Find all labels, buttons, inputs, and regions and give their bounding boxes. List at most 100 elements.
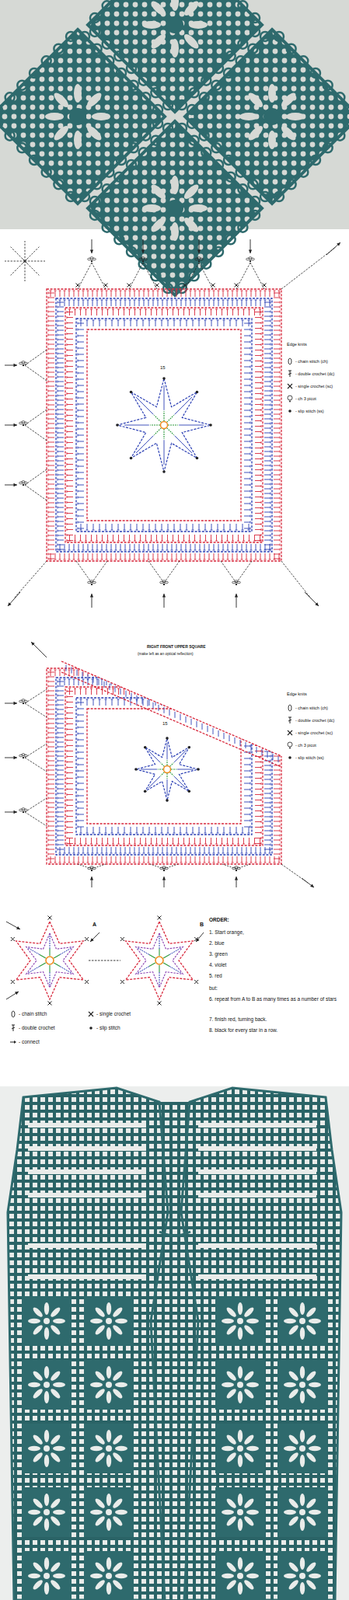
dc-symbol: [66, 376, 68, 379]
dc-symbol: [57, 301, 59, 304]
dc-symbol: [157, 862, 160, 864]
dc-symbol: [273, 554, 280, 555]
dc-symbol: [216, 320, 220, 322]
dc-symbol: [153, 553, 154, 560]
dc-symbol: [279, 446, 281, 449]
dc-symbol: [264, 465, 271, 467]
dc-symbol: [57, 437, 64, 439]
dc-symbol: [261, 349, 262, 352]
dc-symbol: [86, 320, 89, 322]
dc-symbol: [136, 397, 154, 415]
dc-symbol: [66, 328, 74, 329]
dc-symbol: [279, 497, 281, 500]
dc-symbol: [48, 358, 55, 360]
dc-symbol: [152, 862, 155, 864]
dc-symbol: [66, 458, 74, 460]
dc-symbol: [174, 523, 175, 531]
dc-symbol: [68, 862, 71, 864]
dc-symbol: [279, 455, 281, 458]
dc-symbol: [254, 507, 262, 509]
dc-symbol: [77, 300, 81, 301]
dc-symbol: [260, 300, 262, 307]
dc-symbol: [250, 527, 252, 531]
dc-symbol: [48, 788, 55, 790]
dc-symbol: [255, 290, 257, 297]
dc-symbol: [254, 382, 262, 384]
dc-symbol: [92, 856, 94, 863]
dc-symbol: [57, 422, 59, 426]
dc-symbol: [101, 290, 103, 297]
dc-symbol: [260, 856, 262, 863]
dc-symbol: [139, 856, 140, 863]
dc-symbol: [57, 548, 59, 552]
dc-symbol: [166, 540, 169, 542]
dc-symbol: [133, 862, 137, 864]
dc-symbol: [111, 540, 115, 542]
dc-symbol: [55, 856, 56, 863]
dc-symbol: [57, 526, 64, 527]
dc-symbol: [129, 290, 132, 292]
dc-symbol: [48, 558, 49, 561]
dc-symbol: [279, 516, 281, 519]
dc-symbol: [175, 290, 178, 292]
dc-symbol: [57, 484, 64, 486]
dc-symbol: [273, 409, 280, 411]
dc-symbol: [101, 559, 104, 561]
dc-symbol: [250, 384, 252, 388]
dc-symbol: [57, 451, 64, 453]
dc-symbol: [255, 856, 257, 863]
dc-symbol: [125, 290, 126, 297]
dc-symbol: [73, 550, 76, 552]
sc-symbol: [262, 283, 267, 288]
dc-symbol: [270, 460, 272, 463]
dc-symbol: [144, 540, 147, 542]
dc-symbol: [111, 670, 112, 677]
dc-symbol: [265, 553, 266, 560]
dc-symbol: [107, 309, 109, 316]
dc-symbol: [231, 550, 234, 552]
dc-symbol: [138, 300, 141, 301]
dc-symbol: [208, 300, 211, 301]
lace-scallop: [199, 92, 210, 102]
dc-symbol: [111, 320, 114, 322]
dc-symbol: [270, 539, 272, 542]
dc-symbol: [273, 779, 280, 781]
dc-symbol: [77, 397, 79, 400]
dc-symbol: [270, 530, 272, 533]
dc-symbol: [48, 750, 49, 754]
dc-symbol: [162, 300, 164, 307]
dc-symbol: [84, 309, 88, 311]
dc-symbol: [245, 300, 248, 301]
dc-symbol: [274, 290, 276, 297]
dc-symbol: [273, 507, 280, 509]
dc-symbol: [194, 290, 197, 292]
dc-symbol: [250, 478, 252, 481]
dc-symbol: [57, 302, 64, 304]
dc-symbol: [66, 343, 68, 346]
dc-symbol: [180, 670, 183, 671]
star-spoke: [150, 424, 161, 426]
dc-symbol: [227, 553, 229, 560]
dc-symbol: [216, 309, 217, 316]
dc-symbol: [48, 474, 55, 476]
dc-symbol: [66, 366, 74, 367]
dc-symbol: [66, 414, 68, 417]
dc-symbol: [261, 310, 262, 314]
dc-symbol: [270, 394, 272, 398]
dc-symbol: [77, 342, 84, 343]
dc-symbol: [171, 553, 173, 560]
dc-symbol: [77, 409, 79, 412]
lace-petal-hole: [73, 83, 82, 103]
dc-symbol: [184, 559, 188, 561]
dc-symbol: [199, 856, 201, 863]
dc-symbol: [48, 769, 49, 772]
dc-symbol: [48, 709, 55, 711]
dc-symbol: [101, 309, 103, 316]
dc-symbol: [279, 778, 281, 782]
dc-symbol: [251, 856, 252, 863]
dc-symbol: [57, 390, 64, 392]
dc-symbol: [194, 862, 197, 864]
dc-symbol: [242, 320, 244, 327]
dc-symbol: [167, 530, 170, 531]
dc-symbol: [105, 862, 109, 864]
